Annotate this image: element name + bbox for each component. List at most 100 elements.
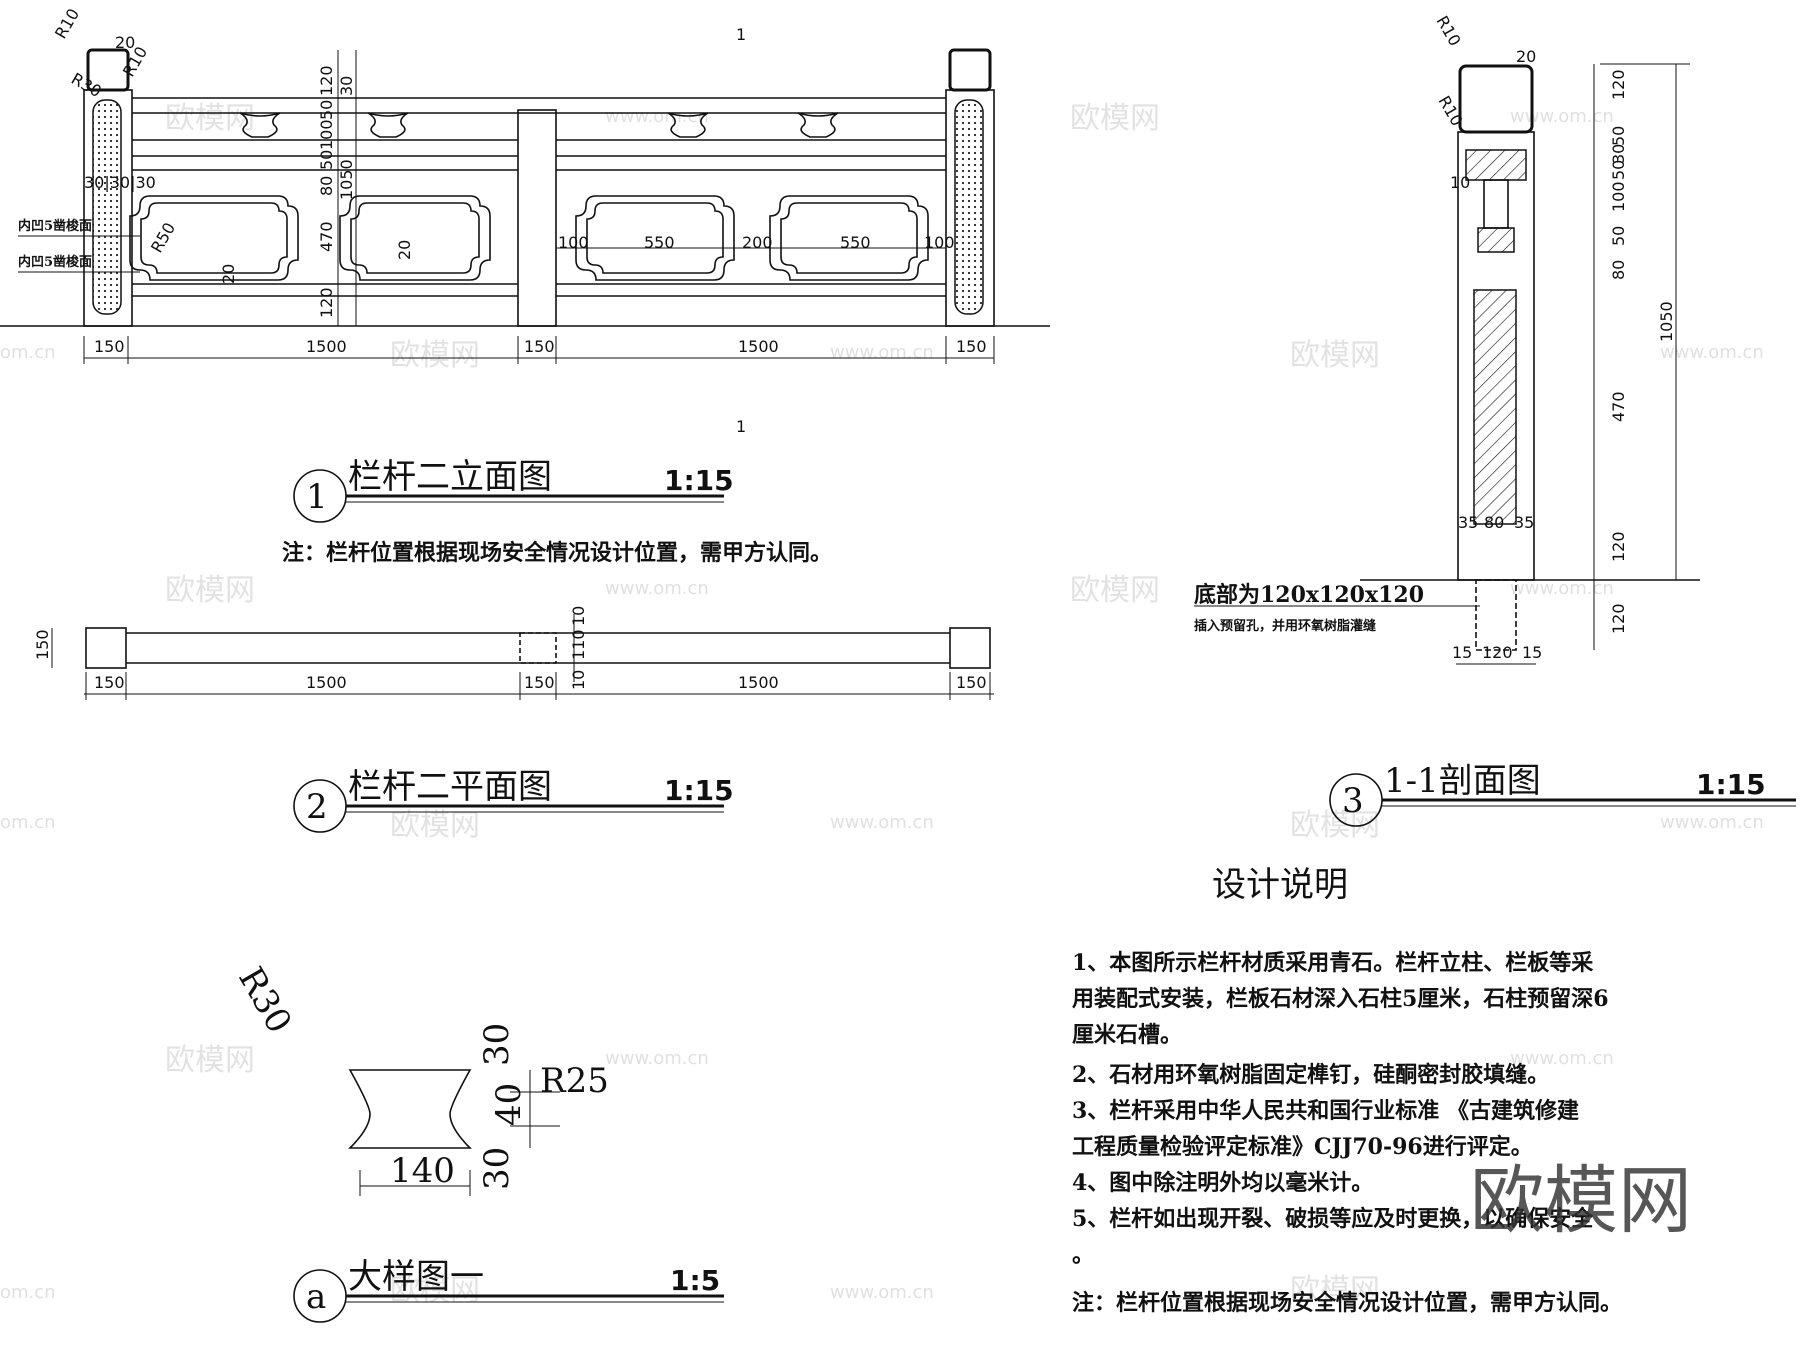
watermark-site: om.cn bbox=[0, 1282, 56, 1303]
dim-label: 1500 bbox=[306, 673, 347, 692]
middle-post bbox=[517, 109, 557, 327]
drawing-title: 1-1剖面图 bbox=[1384, 761, 1541, 801]
dim-label: 100 bbox=[1609, 181, 1628, 212]
dim-label: 1050 bbox=[337, 159, 356, 200]
panel-dim: 550 bbox=[644, 233, 675, 252]
drawing-note: 注：栏杆位置根据现场安全情况设计位置，需甲方认同。 bbox=[282, 540, 832, 566]
dim-label: 150 bbox=[956, 337, 987, 356]
drawing-symbol: a bbox=[306, 1277, 326, 1317]
elevation-view: 1 1 bbox=[0, 5, 1050, 566]
watermark-site: www.om.cn bbox=[605, 1048, 709, 1069]
notes-line: 用装配式安装，栏板石材深入石柱5厘米，石柱预留深6 bbox=[1072, 986, 1609, 1012]
drawing-title: 栏杆二立面图 bbox=[348, 457, 552, 497]
base-note: 插入预留孔，并用环氧树脂灌缝 bbox=[1194, 618, 1376, 634]
watermark-site: www.om.cn bbox=[1510, 1048, 1614, 1069]
watermark-site: www.om.cn bbox=[1660, 812, 1764, 833]
drawing-scale: 1:15 bbox=[1696, 768, 1766, 801]
watermark-brand: 欧模网 bbox=[390, 808, 480, 843]
dim-label: 50 bbox=[1609, 160, 1628, 180]
notes-line: 1、本图所示栏杆材质采用青石。栏杆立柱、栏板等采 bbox=[1072, 950, 1593, 976]
dim-label: 1050 bbox=[1657, 301, 1676, 342]
section-mark: 1 bbox=[736, 25, 746, 44]
panel-dim: 100 bbox=[924, 233, 955, 252]
dim-label: 120 bbox=[1609, 69, 1628, 100]
right-post-cap bbox=[948, 48, 992, 92]
right-post-texture bbox=[954, 99, 984, 315]
dim-label: 150 bbox=[524, 337, 555, 356]
detail-width: 140 bbox=[390, 1151, 455, 1191]
dim-label: 120 bbox=[317, 65, 336, 96]
dim-label: 10 bbox=[569, 670, 588, 690]
section-view: R10 20 R10 10 120 50 30 50 100 50 80 470… bbox=[1194, 13, 1796, 827]
dim-label: 150 bbox=[524, 673, 555, 692]
side-dim-label: 30|30|30 bbox=[84, 173, 156, 192]
plan-right-post bbox=[949, 627, 991, 669]
watermark-site: www.om.cn bbox=[605, 106, 709, 127]
drawing-scale: 1:5 bbox=[670, 1264, 720, 1297]
notes-line: 4、图中除注明外均以毫米计。 bbox=[1072, 1170, 1373, 1196]
watermark-site: www.om.cn bbox=[1660, 342, 1764, 363]
inner-dim: 20 bbox=[219, 264, 238, 284]
watermark-brand: 欧模网 bbox=[1290, 1273, 1380, 1308]
callout-label: 内凹5凿梭面 bbox=[18, 254, 92, 270]
drawing-symbol: 3 bbox=[1342, 781, 1364, 821]
watermark-brand: 欧模网 bbox=[390, 338, 480, 373]
panel-dim: 100 bbox=[558, 233, 589, 252]
dim-label: 120 bbox=[1609, 603, 1628, 634]
dim-label: 1500 bbox=[306, 337, 347, 356]
watermark-site: www.om.cn bbox=[605, 578, 709, 599]
notes-line: 厘米石槽。 bbox=[1072, 1022, 1182, 1048]
dim-label: 30 bbox=[1609, 144, 1628, 164]
right-post bbox=[945, 89, 995, 327]
watermark-brand: 欧模网 bbox=[1290, 338, 1380, 373]
vase-baluster bbox=[239, 112, 839, 138]
notes-line: 5、栏杆如出现开裂、破损等应及时更换，以确保安全 bbox=[1072, 1206, 1594, 1232]
drawing-title: 大样图一 bbox=[348, 1257, 484, 1297]
dim-label: 1500 bbox=[738, 337, 779, 356]
radius-label: R10 bbox=[51, 5, 83, 42]
notes-line: 注：栏杆位置根据现场安全情况设计位置，需甲方认同。 bbox=[1072, 1290, 1622, 1316]
detail-height: 30 bbox=[477, 1023, 517, 1066]
watermark-site: www.om.cn bbox=[830, 1282, 934, 1303]
left-post bbox=[83, 89, 133, 327]
detail-height: 30 bbox=[477, 1147, 517, 1190]
radius-label: R10 bbox=[1435, 93, 1467, 130]
radius-label: R50 bbox=[147, 219, 179, 256]
plan-middle-post bbox=[519, 632, 557, 664]
detail-view: R30 R25 30 40 30 140 a 大样图一 1:5 bbox=[230, 961, 724, 1323]
drawing-title: 栏杆二平面图 bbox=[348, 767, 552, 807]
dim-label: 50 bbox=[1609, 126, 1628, 146]
dim-label: 150 bbox=[94, 673, 125, 692]
detail-radius-side: R25 bbox=[540, 1061, 609, 1101]
dim-label: 120 bbox=[1482, 643, 1513, 662]
notes-line: 。 bbox=[1072, 1242, 1094, 1268]
section-baluster bbox=[1483, 179, 1509, 229]
section-hatch bbox=[1477, 227, 1515, 253]
panel-dim: 200 bbox=[742, 233, 773, 252]
watermark-site: www.om.cn bbox=[830, 342, 934, 363]
brand-watermark: 欧模网 bbox=[1470, 1158, 1692, 1244]
dim-label: 10 bbox=[569, 606, 588, 626]
notes-line: 2、石材用环氧树脂固定榫钉，硅酮密封胶填缝。 bbox=[1072, 1062, 1549, 1088]
section-hatch bbox=[1465, 149, 1527, 181]
inner-dim: 20 bbox=[395, 240, 414, 260]
watermark-site: om.cn bbox=[0, 342, 56, 363]
dim-label: 150 bbox=[956, 673, 987, 692]
dim-label: 470 bbox=[317, 221, 336, 252]
drawing-scale: 1:15 bbox=[664, 464, 734, 497]
notes-line: 工程质量检验评定标准》CJJ70-96进行评定。 bbox=[1072, 1134, 1533, 1160]
watermark-brand: 欧模网 bbox=[1290, 808, 1380, 843]
dim-label: 100 bbox=[317, 119, 336, 150]
drawing-symbol: 2 bbox=[306, 787, 328, 827]
watermark-brand: 欧模网 bbox=[1070, 573, 1160, 608]
watermark-layer: 欧模网 欧模网 欧模网 欧模网 欧模网 欧模网 欧模网 欧模网 欧模网 欧模网 … bbox=[0, 101, 1764, 1308]
dim-label: 120 bbox=[1609, 531, 1628, 562]
dim-label: 15 bbox=[1522, 643, 1542, 662]
plan-left-post bbox=[85, 627, 127, 669]
dim-label: 30 bbox=[337, 76, 356, 96]
dim-label: 120 bbox=[317, 287, 336, 318]
detail-radius-top: R30 bbox=[230, 961, 299, 1041]
inner-dim: 80 bbox=[1484, 513, 1504, 532]
panel-dim: 550 bbox=[840, 233, 871, 252]
design-notes: 设计说明 1、本图所示栏杆材质采用青石。栏杆立柱、栏板等采 用装配式安装，栏板石… bbox=[1072, 865, 1692, 1316]
